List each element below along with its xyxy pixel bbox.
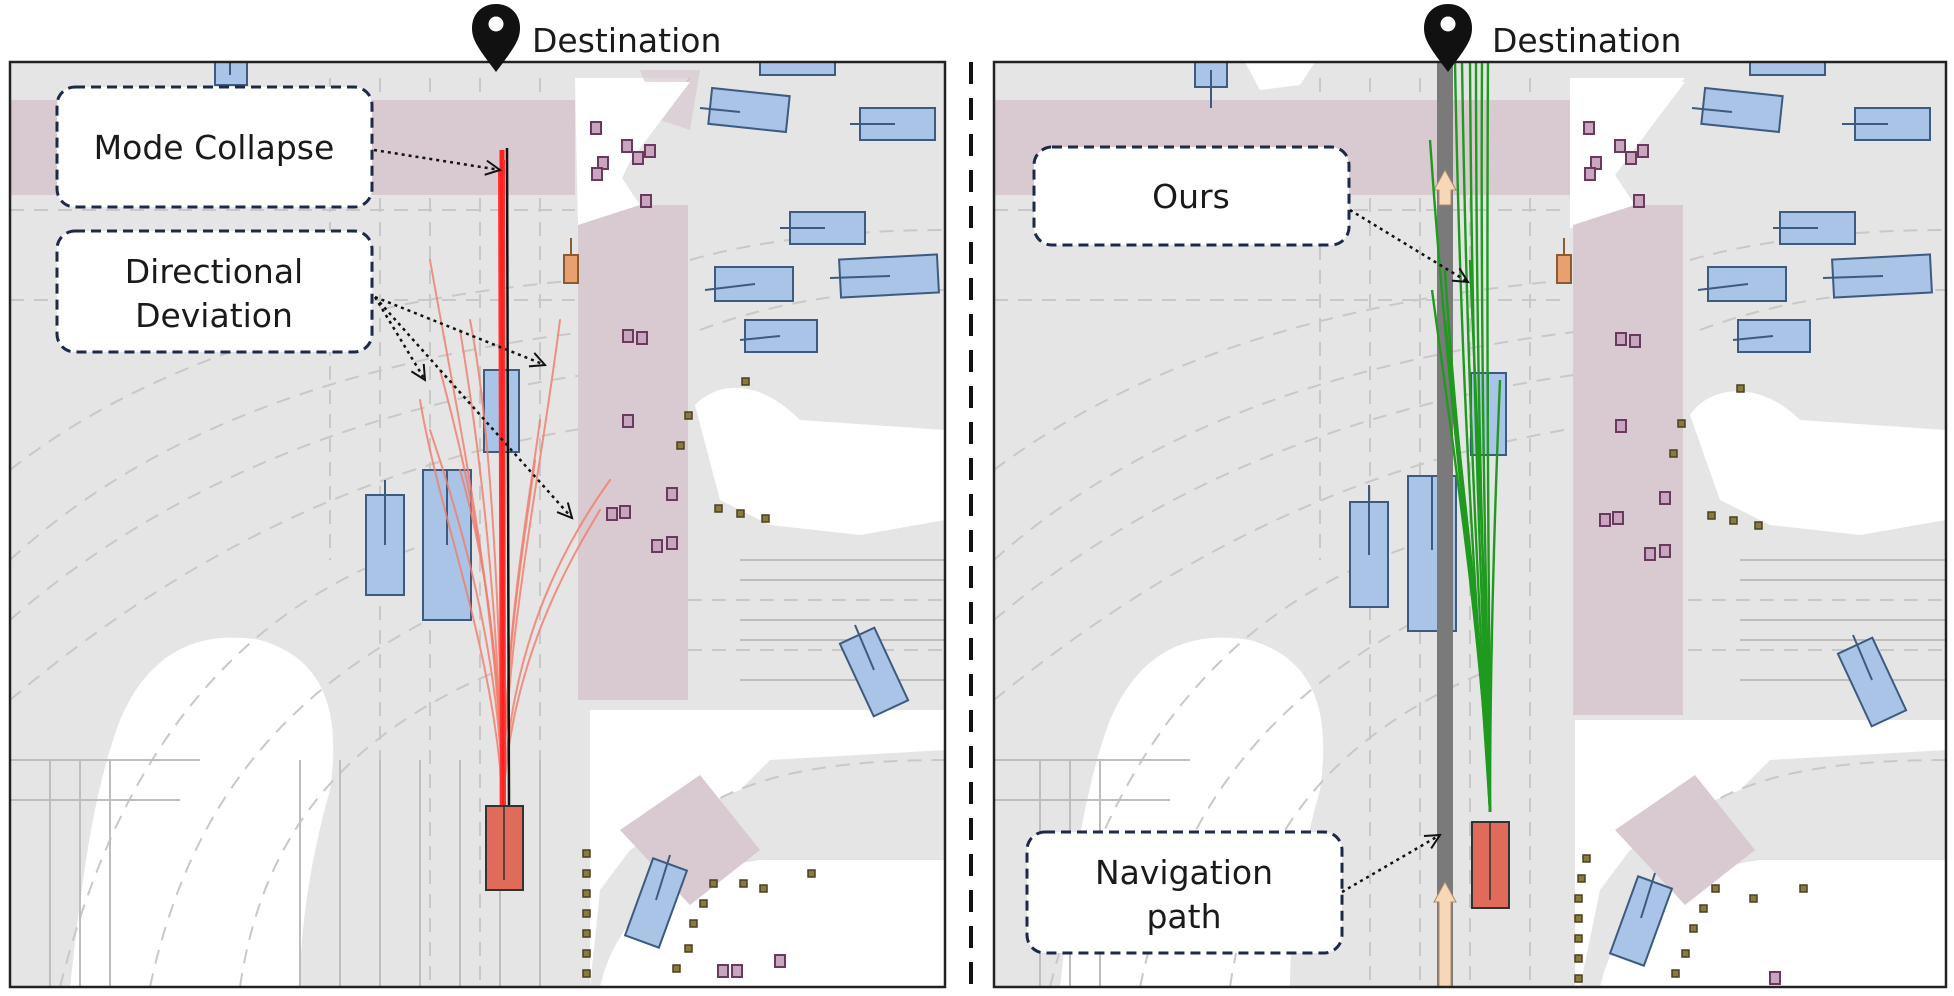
directional-deviation-callout: Directional Deviation: [55, 229, 374, 354]
left-panel: Destination Mode Collapse Directional De…: [8, 4, 947, 989]
ours-callout: Ours: [1032, 145, 1351, 247]
mode-collapse-text: Mode Collapse: [94, 128, 335, 167]
navigation-path-callout: Navigation path: [1025, 830, 1344, 955]
left-map: [10, 62, 945, 987]
ours-arrow: [1349, 208, 1468, 282]
mode-collapse-callout: Mode Collapse: [55, 85, 374, 209]
right-panel: Destination Ours Navigation path: [992, 4, 1948, 989]
navigation-path-line2: path: [1146, 897, 1221, 936]
ours-label: Ours: [1152, 177, 1230, 216]
destination-label: Destination: [1492, 21, 1681, 60]
ours-trajectories: [1428, 62, 1502, 813]
map-pin-icon: [472, 4, 520, 72]
navigation-path-arrow: [1341, 835, 1440, 894]
map-pin-icon: [1424, 4, 1472, 72]
right-frame: [992, 60, 1948, 989]
deviation-arrows: [373, 295, 572, 518]
directional-deviation-line1: Directional: [125, 252, 303, 291]
collapsed-trajectories: [498, 149, 506, 806]
destination-label: Destination: [532, 21, 721, 60]
mode-collapse-arrow: [373, 148, 500, 170]
directional-deviation-line2: Deviation: [135, 296, 293, 335]
navigation-path-line1: Navigation: [1095, 853, 1273, 892]
left-frame: [8, 60, 947, 989]
navigation-arrows: [1433, 168, 1457, 987]
